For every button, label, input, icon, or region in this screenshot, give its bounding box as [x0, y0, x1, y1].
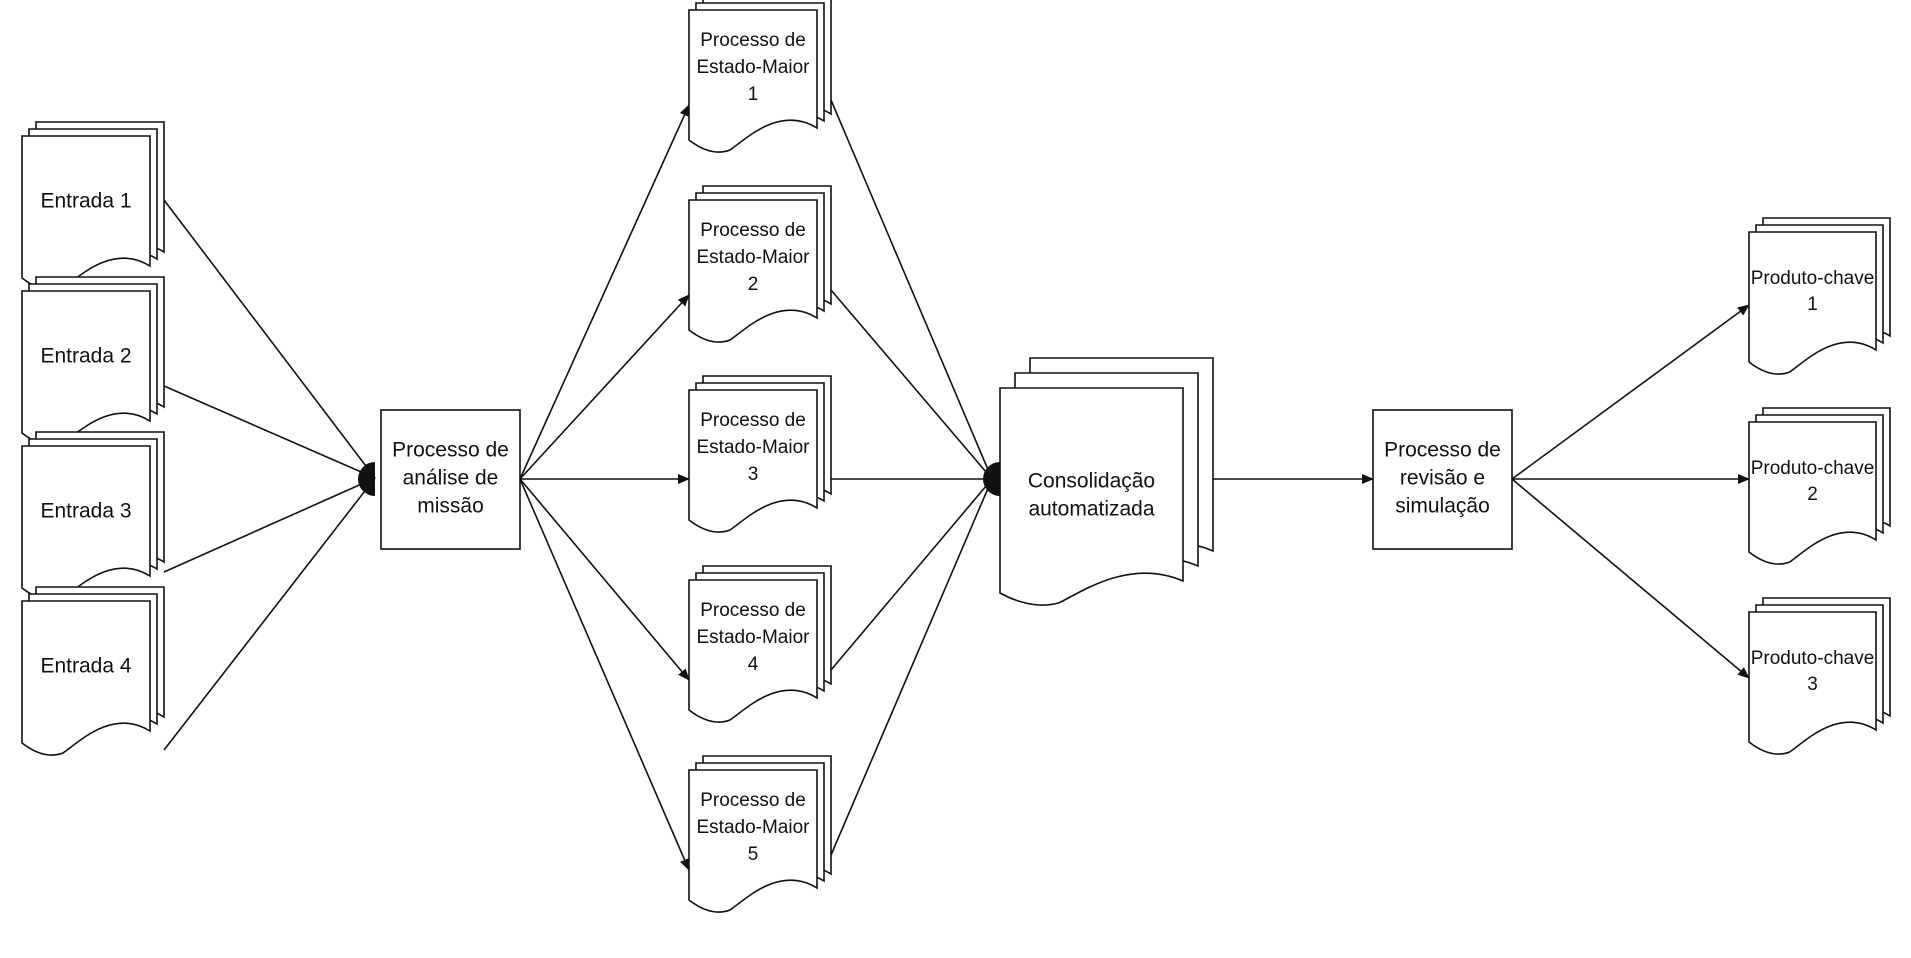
- node-label-line: Estado-Maior: [697, 627, 811, 648]
- staff-process-doc-2: Processo de Estado-Maior 2: [688, 185, 832, 343]
- node-label-line: Processo de: [392, 439, 509, 462]
- product-doc-2: Produto-chave 2: [1748, 407, 1891, 565]
- node-label-line: 5: [748, 844, 759, 865]
- product-doc-3: Produto-chave 3: [1748, 597, 1891, 755]
- connector-input-2: [163, 385, 376, 479]
- connector-to-product-1: [1511, 304, 1750, 480]
- connector-input-3: [163, 477, 376, 573]
- staff-process-doc-4: Processo de Estado-Maior 4: [688, 565, 832, 723]
- consolidation-doc: Consolidação automatizada: [999, 357, 1214, 606]
- node-label-line: 3: [748, 464, 759, 485]
- node-label-line: Estado-Maior: [697, 437, 811, 458]
- node-label-line: Processo de: [700, 30, 806, 51]
- connector-to-product-3: [1511, 478, 1750, 679]
- product-doc-1: Produto-chave 1: [1748, 217, 1891, 375]
- node-label-line: análise de: [403, 467, 499, 490]
- node-label-line: missão: [417, 495, 484, 518]
- input-label: Entrada 4: [40, 655, 131, 678]
- connector-input-1: [163, 199, 376, 479]
- staff-process-doc-3: Processo de Estado-Maior 3: [688, 375, 832, 533]
- node-label-line: 3: [1807, 674, 1818, 695]
- node-label-line: simulação: [1395, 495, 1490, 518]
- node-label-line: Processo de: [700, 410, 806, 431]
- node-label-line: 4: [748, 654, 759, 675]
- node-label-line: automatizada: [1028, 498, 1154, 521]
- mission-analysis-box: Processo de análise de missão: [380, 409, 521, 550]
- node-label-line: Processo de: [700, 220, 806, 241]
- node-label-line: 1: [1807, 294, 1818, 315]
- connector-to-staff-4: [519, 478, 690, 681]
- input-label: Entrada 2: [40, 345, 131, 368]
- review-simulation-box: Processo de revisão e simulação: [1372, 409, 1513, 550]
- input-doc-2: Entrada 2: [21, 276, 165, 446]
- node-label-line: Consolidação: [1028, 470, 1155, 493]
- node-label-line: Processo de: [700, 790, 806, 811]
- node-label-line: Estado-Maior: [697, 817, 811, 838]
- node-label-line: Estado-Maior: [697, 247, 811, 268]
- input-doc-1: Entrada 1: [21, 121, 165, 291]
- input-doc-3: Entrada 3: [21, 431, 165, 601]
- connector-from-staff-5: [830, 478, 993, 856]
- node-label-line: 2: [748, 274, 759, 295]
- junction-dot-consolidation: [983, 462, 1000, 496]
- node-label-line: Processo de: [1384, 439, 1501, 462]
- junctions: [358, 462, 1000, 496]
- staff-process-doc-5: Processo de Estado-Maior 5: [688, 755, 832, 913]
- node-label-line: Produto-chave: [1751, 268, 1875, 289]
- connector-input-4: [163, 477, 376, 751]
- node-label-line: 1: [748, 84, 759, 105]
- node-label-line: 2: [1807, 484, 1818, 505]
- input-label: Entrada 3: [40, 500, 131, 523]
- node-label-line: Produto-chave: [1751, 458, 1875, 479]
- node-label-line: Produto-chave: [1751, 648, 1875, 669]
- connector-from-staff-4: [830, 478, 993, 671]
- connector-from-staff-1: [830, 99, 993, 480]
- node-label-line: Processo de: [700, 600, 806, 621]
- connector-to-staff-5: [519, 478, 690, 871]
- connector-from-staff-2: [830, 289, 993, 480]
- node-label-line: Estado-Maior: [697, 57, 811, 78]
- connector-to-staff-1: [519, 104, 690, 480]
- junction-dot-inputs: [358, 462, 375, 496]
- input-label: Entrada 1: [40, 190, 131, 213]
- staff-process-doc-1: Processo de Estado-Maior 1: [688, 0, 832, 153]
- input-doc-4: Entrada 4: [21, 586, 165, 756]
- nodes: Entrada 1 Entrada 2 Entrada 3 Entrada 4 Proc…: [21, 0, 1891, 913]
- connectors: [163, 99, 1750, 871]
- node-label-line: revisão e: [1400, 467, 1485, 490]
- connector-to-staff-2: [519, 294, 690, 480]
